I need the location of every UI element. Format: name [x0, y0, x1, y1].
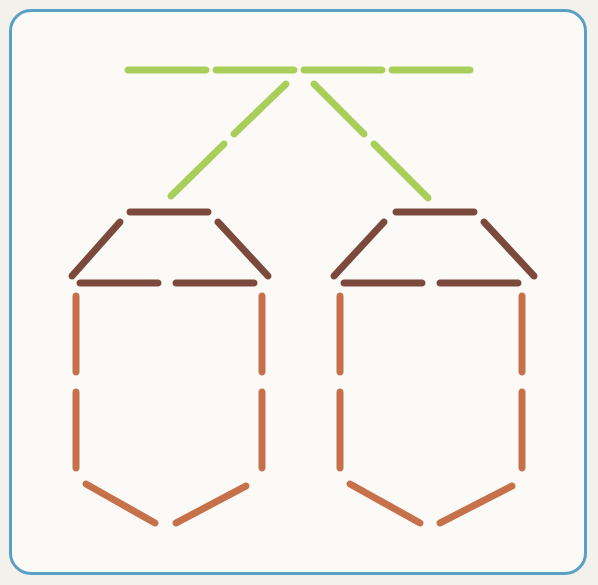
left-lantern-top [72, 212, 268, 283]
matchstick-right-top-right [484, 222, 534, 276]
matchstick-left-bottom-right [176, 486, 246, 523]
matchstick-hanger-right-upper [314, 84, 364, 134]
matchstick-hanger-left-upper [234, 84, 286, 134]
left-lantern-body [76, 296, 262, 523]
matchstick-right-top-left [334, 222, 384, 276]
matchstick-hanger-left-lower [171, 144, 224, 196]
hanger [128, 70, 470, 198]
right-lantern-top [334, 212, 534, 283]
right-lantern-body [340, 296, 522, 523]
matchstick-right-bottom-right [440, 486, 512, 523]
matchstick-left-bottom-left [86, 484, 155, 523]
matchstick-hanger-right-lower [374, 144, 428, 198]
matchstick-left-top-right [218, 222, 268, 276]
matchstick-left-top-left [72, 222, 120, 276]
matchstick-right-bottom-left [350, 484, 420, 523]
